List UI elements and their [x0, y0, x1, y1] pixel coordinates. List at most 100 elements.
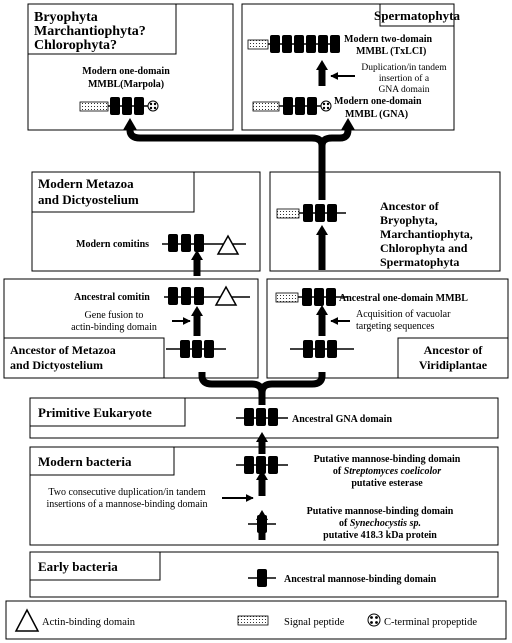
- bryophyta-title-3: Chlorophyta?: [34, 38, 117, 53]
- syn-species: Synechocystis sp.: [350, 518, 421, 529]
- primitive-eukaryote-title: Primitive Eukaryote: [38, 405, 152, 420]
- domain-group: [244, 408, 278, 426]
- spermatophyta-title: Spermatophyta: [374, 8, 460, 23]
- domain-group: [270, 35, 340, 53]
- arrowhead-sperm-int: [316, 60, 328, 70]
- gene-fusion-label-1: Gene fusion to: [85, 310, 144, 321]
- strep-prefix: of: [333, 466, 344, 477]
- early-bacteria-title-box: [29, 551, 161, 581]
- actin-binding-domain: [214, 285, 238, 306]
- legend-signal-label: Signal peptide: [284, 617, 345, 628]
- ancestral-gna-caption: Ancestral GNA domain: [292, 414, 392, 425]
- legend-panel: [5, 600, 507, 640]
- bacteria-dup-label-1: Two consecutive duplication/in tandem: [48, 487, 206, 498]
- signal-peptide: [276, 208, 300, 219]
- dup-gna-label-1: Duplication/in tandem: [361, 63, 447, 73]
- arrowhead-metazoa-up: [191, 250, 203, 260]
- domain-group: [168, 234, 204, 252]
- metazoa-ancestor-title-1: Ancestor of Metazoa: [10, 343, 116, 357]
- viridi-anc-title-3: Marchantiophyta,: [380, 227, 473, 241]
- domain-group: [110, 97, 144, 115]
- gene-fusion-label-2: actin-binding domain: [71, 322, 157, 333]
- domain-group: [244, 456, 278, 474]
- dup-gna-label-3: GNA domain: [379, 85, 430, 95]
- legend-cterm-label: C-terminal propeptide: [384, 617, 477, 628]
- signal-peptide: [252, 101, 280, 112]
- metazoa-modern-title-box: [31, 171, 195, 213]
- domain-group: [302, 288, 336, 306]
- viridi-anc-title-4: Chlorophyta and: [380, 241, 468, 255]
- viridi-ancestor-top-panel: [269, 171, 501, 272]
- acquisition-label-2: targeting sequences: [356, 321, 435, 332]
- viridi-trunk-up: [126, 126, 326, 200]
- viridi-anc-title-5: Spermatophyta: [380, 255, 459, 269]
- dup-gna-label-2: insertion of a: [379, 73, 430, 84]
- bryophyta-caption-2: MMBL(Marpola): [88, 79, 164, 90]
- early-bacteria-title: Early bacteria: [38, 559, 118, 574]
- primitive-eukaryote-title-box: [29, 397, 186, 427]
- modern-bacteria-title: Modern bacteria: [38, 454, 132, 469]
- arrowhead-left-up: [123, 118, 137, 130]
- syn-prefix: of: [339, 518, 350, 529]
- arrowhead-viridi-up: [316, 225, 328, 235]
- ancestral-one-domain-caption: Ancestral one-domain MMBL: [339, 293, 468, 304]
- modern-comitins-caption: Modern comitins: [76, 239, 149, 250]
- bryophyta-title-box: [27, 3, 177, 55]
- spermatophyta-title-box: [379, 3, 455, 27]
- two-domain-caption-2: MMBL (TxLCI): [356, 46, 426, 57]
- strep-caption-2: of Streptomyces coelicolor: [333, 466, 441, 477]
- arrowhead-modern: [256, 470, 268, 480]
- trunk-eukaryote-split-right: [258, 372, 326, 394]
- c-terminal-propeptide: [147, 100, 159, 112]
- arrowhead-viridi-int: [316, 305, 328, 315]
- bryophyta-title-1: Bryophyta: [34, 10, 98, 25]
- strep-species: Streptomyces coelicolor: [344, 466, 442, 477]
- domain-group: [257, 515, 267, 533]
- domain-group: [180, 340, 214, 358]
- viridiplantae-title-1: Ancestor of: [424, 343, 484, 357]
- one-domain-gna-caption-1: Modern one-domain: [334, 96, 422, 107]
- domain-group: [303, 204, 337, 222]
- bryophyta-caption-1: Modern one-domain: [82, 66, 170, 77]
- syn-caption-1: Putative mannose-binding domain: [307, 506, 454, 517]
- signal-peptide: [247, 39, 269, 50]
- signal-peptide: [275, 292, 299, 303]
- syn-caption-2: of Synechocystis sp.: [339, 518, 421, 529]
- viridi-anc-title-2: Bryophyta,: [380, 213, 438, 227]
- viridiplantae-title-2: Viridiplantae: [419, 358, 488, 372]
- arrowhead-right-up: [341, 118, 355, 130]
- legend-signal-icon: [237, 615, 269, 626]
- one-domain-gna-caption-2: MMBL (GNA): [345, 109, 408, 120]
- arrowhead-primitive: [256, 432, 268, 442]
- domain-group: [168, 287, 204, 305]
- bryophyta-title-2: Marchantiophyta?: [34, 24, 146, 39]
- legend-cterm-icon: [367, 613, 381, 627]
- c-terminal-propeptide: [320, 100, 332, 112]
- modern-bacteria-title-box: [29, 446, 175, 476]
- domain-group: [257, 569, 267, 587]
- actin-binding-domain: [216, 234, 240, 255]
- metazoa-modern-title-2: and Dictyostelium: [38, 192, 139, 207]
- two-domain-caption-1: Modern two-domain: [344, 34, 432, 45]
- legend-actin-label: Actin-binding domain: [42, 617, 136, 628]
- metazoa-ancestor-title-2: and Dictyostelium: [10, 358, 103, 372]
- acquisition-label-1: Acquisition of vacuolar: [356, 309, 451, 320]
- arrowhead-metazoa-int: [191, 306, 203, 316]
- bacteria-dup-label-2: insertions of a mannose-binding domain: [46, 499, 207, 510]
- ancestral-comitin-caption: Ancestral comitin: [74, 292, 150, 303]
- viridiplantae-ancestor-title-box: [397, 337, 509, 379]
- ancestral-mannose-caption: Ancestral mannose-binding domain: [284, 574, 437, 585]
- viridi-anc-title-1: Ancestor of: [380, 199, 440, 213]
- domain-group: [303, 340, 337, 358]
- domain-group: [283, 97, 317, 115]
- trunk-eukaryote-split: [198, 372, 266, 405]
- strep-caption-1: Putative mannose-binding domain: [314, 454, 461, 465]
- strep-caption-3: putative esterase: [351, 478, 423, 489]
- metazoa-ancestor-title-box: [3, 337, 165, 379]
- viridi-trunk-right: [318, 126, 352, 147]
- legend-actin-icon: [14, 608, 40, 632]
- metazoa-modern-title-1: Modern Metazoa: [38, 176, 134, 191]
- signal-peptide: [79, 101, 109, 112]
- viridiplantae-ancestor-panel: [266, 278, 509, 379]
